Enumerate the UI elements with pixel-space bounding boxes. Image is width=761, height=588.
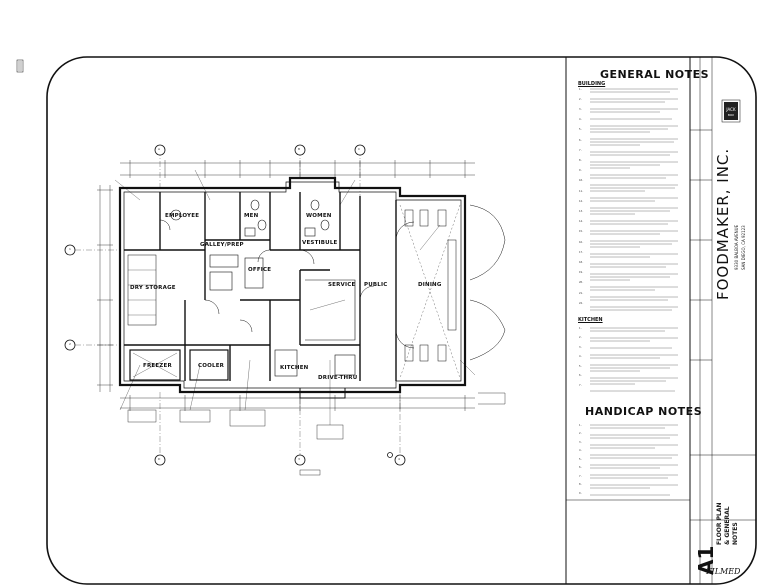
note-number: 14. [579,220,584,224]
note-number: 7. [579,148,583,152]
grid-bubble-label-b: B [298,147,301,151]
note-number: 6. [579,466,583,469]
note-number: 4. [579,449,583,452]
grid-bubble-2 [64,339,76,351]
sheet-title-line-2: & GENERAL [724,506,731,545]
building-subheading: BUILDING [578,81,606,87]
svg-text:JACK: JACK [725,107,736,112]
note-number: 1. [579,87,583,91]
note-number: 3. [579,440,583,444]
grid-bubble-label-a: A [158,147,161,151]
grid-bubble-1 [64,244,76,256]
handicap-notes-title: HANDICAP NOTES [585,405,703,418]
note-number: 1. [579,423,583,427]
note-number: 5. [579,128,583,132]
note-number: 10. [579,179,584,183]
filmed-stamp: FILMED [706,567,741,576]
company-name: FOODMAKER, INC. [714,147,732,300]
room-label-women: WOMEN [306,213,332,219]
grid-bubble-a [154,144,166,156]
room-label-freezer: FREEZER [143,363,172,369]
note-number: 7. [579,383,583,387]
section-marker [387,452,393,458]
note-number: 3. [579,107,583,111]
general-notes-title: GENERAL NOTES [600,68,710,81]
note-number: 5. [579,457,583,461]
company-logo: JACK BOX [724,102,738,120]
note-number: 21. [579,291,584,295]
title-block-grid [690,57,756,584]
room-label-dining: DINING [418,282,442,288]
room-label-men: MEN [244,213,259,219]
room-label-service: SERVICE [328,282,356,288]
room-label-cooler: COOLER [198,363,225,369]
note-number: 1. [579,326,583,330]
note-number: 16. [579,240,584,244]
room-label-employee: EMPLOYEE [165,213,200,219]
room-label-kitchen: KITCHEN [280,365,309,371]
note-number: 18. [579,260,584,264]
note-number: 20. [579,281,584,285]
note-number: 4. [579,355,583,358]
note-number: 9. [579,169,583,173]
note-number: 17. [579,250,584,254]
film-marks [16,59,24,73]
grid-bubble-label-d: D [158,457,161,461]
note-number: 2. [579,97,583,101]
note-number: 9. [579,491,583,495]
room-label-public: PUBLIC [364,282,388,288]
note-number: 2. [579,336,583,339]
note-number: 11. [579,189,584,193]
note-number: 7. [579,474,583,478]
room-label-office: OFFICE [248,267,272,273]
room-label-vestibule: VESTIBULE [302,240,338,246]
grid-bubbles [64,144,406,466]
grid-bubble-label-4: 4 [398,457,400,461]
note-number: 19. [579,271,584,275]
grid-bubble-label-2: 2 [69,342,71,346]
note-number: 12. [579,199,584,203]
svg-text:BOX: BOX [728,113,734,117]
note-number: 15. [579,230,584,234]
note-number: 4. [579,118,583,122]
note-number: 6. [579,138,583,142]
grid-bubble-b [294,144,306,156]
room-label-dry-storage: DRY STORAGE [130,285,176,291]
kitchen-subheading: KITCHEN [578,317,603,323]
sheet-border [46,56,757,585]
room-label-galley-prep: GALLEY/PREP [200,242,244,248]
floor-plan [75,150,506,476]
company-address: 9330 BALBOA AVENUE [734,224,739,270]
grid-bubble-d [154,454,166,466]
grid-bubble-e [294,454,306,466]
note-number: 22. [579,301,584,305]
grid-bubble-c [354,144,366,156]
grid-bubble-label-1: 1 [69,247,71,251]
note-number: 8. [579,158,583,162]
room-label-drive-thru: DRIVE-THRU [318,375,358,381]
note-number: 3. [579,345,583,349]
note-number: 6. [579,374,583,377]
grid-bubble-label-c: C [358,147,361,151]
sheet-title-line-1: FLOOR PLAN [716,502,723,545]
grid-bubble-label-3: 3 [298,457,300,461]
note-number: 5. [579,364,583,368]
notes-fine-print [590,88,678,496]
note-number: 2. [579,432,583,435]
sheet-title-line-3: NOTES [732,522,739,545]
note-number: 13. [579,209,584,213]
grid-bubble-f [394,454,406,466]
note-number: 8. [579,483,583,486]
company-city: SAN DIEGO, CA 92123 [741,225,746,270]
